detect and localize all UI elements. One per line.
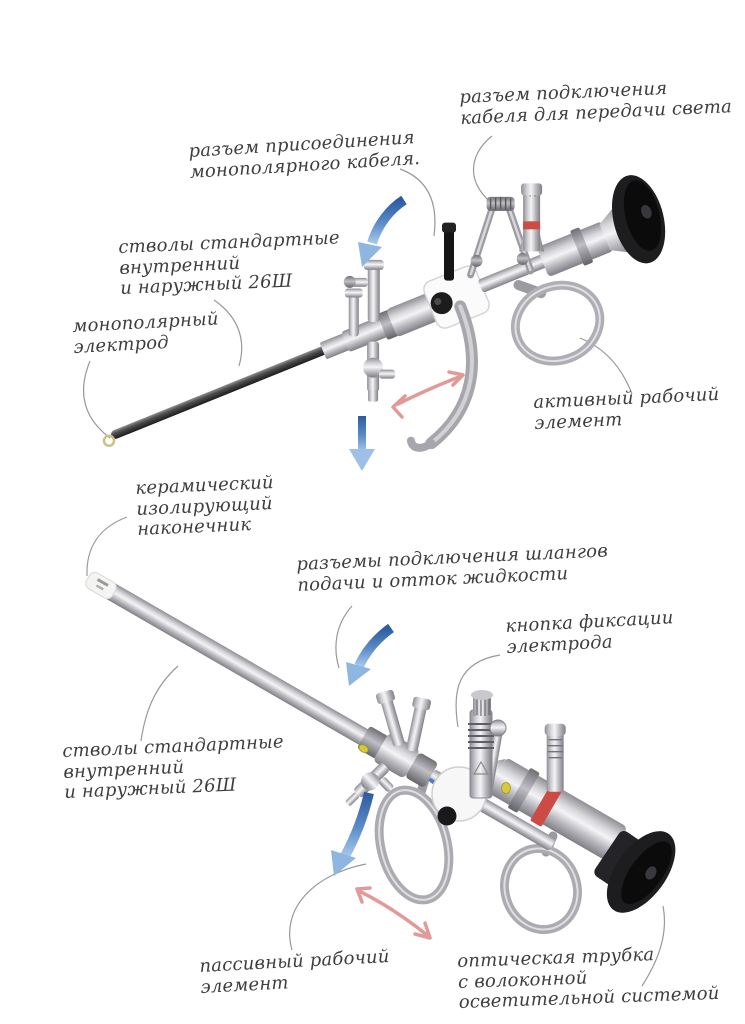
finger-ring bbox=[499, 831, 583, 935]
blue-arrow-down-icon bbox=[358, 195, 407, 267]
leader-lines bbox=[83, 135, 666, 987]
blue-arrow-down-icon bbox=[331, 791, 374, 876]
trigger-handle bbox=[406, 300, 478, 452]
resectoscope-active-element-illustration bbox=[102, 175, 666, 452]
light-cable-post bbox=[544, 723, 566, 792]
label-standard-barrels-top: стволы стандартные внутренний и наружный… bbox=[117, 227, 341, 299]
light-cable-post bbox=[519, 183, 545, 252]
red-ring bbox=[530, 781, 564, 827]
stopcock-valve-icon bbox=[343, 259, 384, 322]
yellow-marker bbox=[501, 782, 511, 794]
label-active-working-element: активный рабочий элемент bbox=[532, 383, 720, 434]
label-optical-tube: оптическая трубка с волоконной осветител… bbox=[456, 944, 720, 1013]
eyepiece-cup bbox=[599, 175, 666, 264]
resectoscope-passive-element-illustration bbox=[85, 571, 676, 935]
pink-double-arrow-icon bbox=[391, 370, 465, 419]
ceramic-insulator-block bbox=[423, 265, 490, 329]
ceramic-insulating-tip bbox=[85, 571, 117, 600]
label-electrode-fixation-button: кнопка фиксации электрода bbox=[504, 607, 675, 658]
red-ring bbox=[523, 221, 541, 230]
label-ceramic-insulating-tip: керамический изолирующий наконечник bbox=[134, 471, 275, 540]
thumb-ring bbox=[510, 280, 605, 366]
label-monopolar-electrode: монополярный электрод bbox=[71, 308, 220, 358]
spring-frame bbox=[467, 196, 535, 279]
stopcock-valve-icon bbox=[344, 288, 363, 337]
electrode-fixation-assembly bbox=[437, 690, 511, 826]
blue-arrow-down-icon bbox=[349, 416, 375, 471]
label-standard-barrels-bottom: стволы стандартные внутренний и наружный… bbox=[61, 731, 285, 803]
outer-barrel-shaft bbox=[85, 571, 394, 759]
monopolar-cable-pin bbox=[442, 222, 457, 281]
stopcock-valve-icon bbox=[363, 341, 396, 402]
black-knob bbox=[437, 806, 457, 826]
blue-arrow-down-icon bbox=[346, 623, 394, 686]
pink-double-arrow-icon bbox=[355, 886, 432, 940]
yellow-marker bbox=[358, 744, 369, 753]
hose-connector-valves bbox=[345, 689, 437, 806]
monopolar-electrode-shaft bbox=[102, 345, 330, 448]
eyepiece-cup bbox=[594, 831, 676, 913]
